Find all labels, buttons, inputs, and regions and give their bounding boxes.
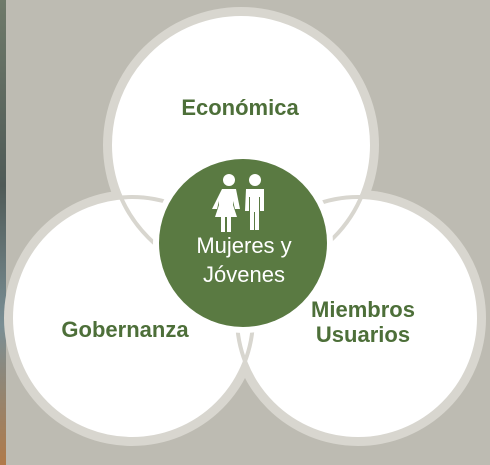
left-edge-strip (0, 0, 6, 465)
people-icon (212, 174, 264, 232)
label-miembros-line2: Usuarios (315, 322, 411, 348)
center-circle (159, 159, 327, 327)
center-label: Mujeres y Jóvenes (164, 232, 324, 289)
label-economica: Económica (181, 95, 299, 120)
label-gobernanza: Gobernanza (61, 317, 189, 342)
label-miembros-usuarios: Miembros Usuarios (288, 297, 438, 348)
label-miembros-line1: Miembros (311, 297, 415, 322)
center-label-line2: Jóvenes (203, 261, 285, 287)
center-label-line1: Mujeres y (196, 233, 292, 258)
